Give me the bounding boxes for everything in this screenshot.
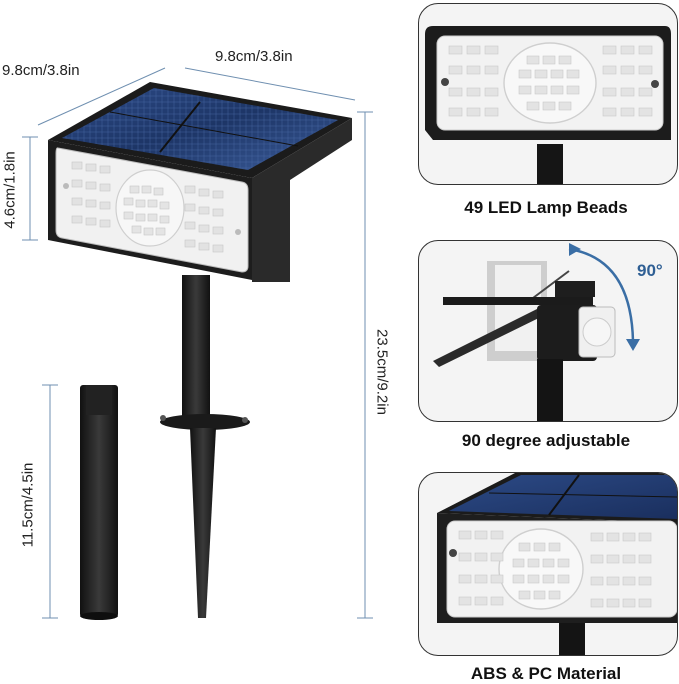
dimension-extension: 11.5cm/4.5in bbox=[19, 462, 37, 548]
stake-spike bbox=[190, 428, 216, 618]
caption-led-beads: 49 LED Lamp Beads bbox=[464, 198, 628, 217]
stake-flange bbox=[160, 414, 250, 430]
dimension-lines bbox=[22, 67, 373, 619]
dimension-head-height: 4.6cm/1.8in bbox=[1, 151, 19, 229]
stake-upper bbox=[182, 275, 210, 423]
solar-light-drawing bbox=[22, 67, 373, 620]
angle-label: 90° bbox=[637, 261, 663, 280]
rotation-arrow-icon bbox=[568, 247, 635, 342]
dimension-width-right: 9.8cm/3.8in bbox=[215, 48, 293, 65]
main-product-illustration: 9.8cm/3.8in 9.8cm/3.8in 4.6cm/1.8in 23.5… bbox=[1, 48, 391, 620]
caption-material: ABS & PC Material bbox=[470, 664, 622, 683]
dimension-total-height: 23.5cm/9.2in bbox=[373, 329, 391, 415]
caption-adjustable: 90 degree adjustable bbox=[461, 431, 631, 450]
feature-panel-adjustable: 90° bbox=[418, 240, 678, 422]
feature-panel-led bbox=[418, 3, 678, 185]
feature-panel-material bbox=[418, 472, 678, 656]
extension-tube bbox=[80, 385, 118, 617]
dimension-width-left: 9.8cm/3.8in bbox=[2, 62, 80, 79]
